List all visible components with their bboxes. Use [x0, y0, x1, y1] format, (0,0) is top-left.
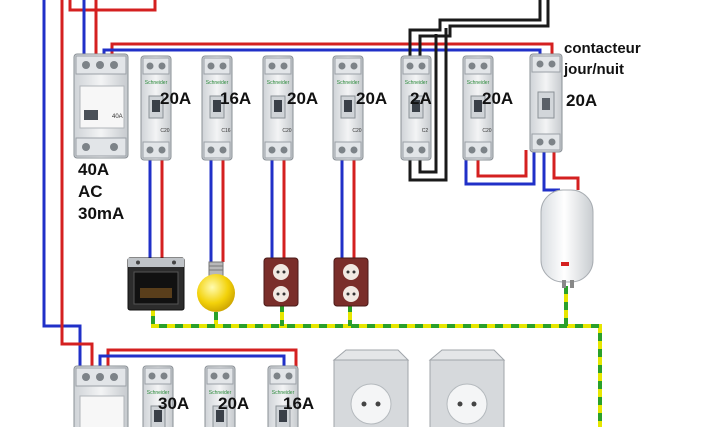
breaker-brand-text: Schneider	[206, 80, 229, 86]
breaker-brand-text: Schneider	[145, 80, 168, 86]
rcd-top-type-label: AC	[78, 182, 103, 201]
contactor-rating-label: 20A	[566, 91, 598, 110]
contactor-control-wires	[408, 0, 550, 182]
breaker-brand-text: Schneider	[267, 80, 290, 86]
breaker-top-rating-label: 20A	[356, 89, 388, 108]
bottom-bus-wires	[98, 348, 298, 370]
breaker-code-text: C20	[282, 128, 291, 134]
load-wires	[148, 150, 580, 262]
bulb-icon	[197, 261, 235, 312]
breaker-code-text: C20	[160, 128, 169, 134]
bottom-breakers: Schneider Schneider Schneider	[142, 365, 299, 427]
breaker-top-rating-label: 16A	[220, 89, 252, 108]
main-feed-wires	[42, 0, 157, 370]
breaker-bottom-rating-label: 16A	[283, 394, 315, 413]
rcd-bottom[interactable]	[73, 365, 129, 427]
breaker-bottom-rating-label: 30A	[158, 394, 190, 413]
breaker-brand-text: Schneider	[337, 80, 360, 86]
rcd-face-text: 40A	[112, 114, 123, 120]
wall-socket-icon	[428, 349, 506, 427]
contactor-label-line1: contacteur	[564, 40, 641, 57]
socket-icon	[333, 257, 369, 307]
top-breakers: SchneiderC20SchneiderC16SchneiderC20Schn…	[140, 55, 494, 161]
breaker[interactable]: Schneider	[267, 365, 299, 427]
contactor-label-line2: jour/nuit	[564, 61, 624, 78]
breaker-brand-text: Schneider	[147, 390, 170, 396]
breaker-code-text: C20	[352, 128, 361, 134]
contactor[interactable]	[529, 53, 563, 153]
wall-socket-icon	[332, 349, 410, 427]
breaker-top-rating-label: 2A	[410, 89, 432, 108]
rcd-top[interactable]: 40A	[73, 53, 129, 159]
breaker[interactable]: Schneider	[142, 365, 174, 427]
rcd-top-sensitivity-label: 30mA	[78, 204, 125, 223]
breaker-brand-text: Schneider	[209, 390, 232, 396]
oven-icon	[127, 257, 185, 311]
socket-icon	[263, 257, 299, 307]
rcd-top-rating-label: 40A	[78, 160, 110, 179]
breaker-code-text: C20	[482, 128, 491, 134]
breaker-bottom-rating-label: 20A	[218, 394, 250, 413]
top-bus-wires	[102, 42, 554, 56]
breaker-brand-text: Schneider	[467, 80, 490, 86]
breaker-brand-text: Schneider	[272, 390, 295, 396]
breaker-brand-text: Schneider	[405, 80, 428, 86]
breaker-top-rating-label: 20A	[482, 89, 514, 108]
water-heater-icon	[540, 189, 594, 288]
breaker[interactable]: Schneider	[204, 365, 236, 427]
breaker-code-text: C2	[422, 128, 429, 134]
breaker-top-rating-label: 20A	[287, 89, 319, 108]
breaker-top-rating-label: 20A	[160, 89, 192, 108]
earth-wire	[151, 286, 602, 427]
breaker-code-text: C16	[221, 128, 230, 134]
